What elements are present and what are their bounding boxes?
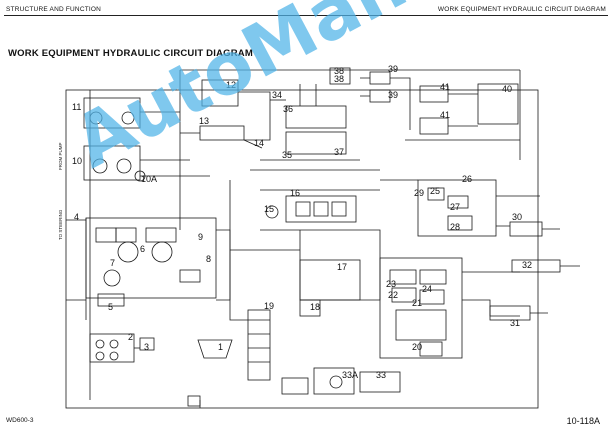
callout-41-lower: 41	[440, 110, 450, 120]
header-page-title: WORK EQUIPMENT HYDRAULIC CIRCUIT DIAGRAM	[437, 6, 606, 13]
circuit-lines	[65, 67, 580, 409]
callout-33: 33	[376, 370, 386, 380]
callout-28: 28	[450, 222, 460, 232]
callout-36: 36	[283, 104, 293, 114]
callout-37: 37	[334, 147, 344, 157]
callout-3: 3	[144, 342, 149, 352]
callout-7: 7	[110, 258, 115, 268]
callout-15: 15	[264, 204, 274, 214]
callout-39-lower: 39	[388, 90, 398, 100]
header-rule	[4, 15, 608, 16]
footer-model: WD600-3	[6, 417, 34, 424]
callout-30: 30	[512, 212, 522, 222]
callout-11: 11	[72, 102, 81, 112]
callout-21: 21	[412, 298, 422, 308]
callout-23: 23	[386, 279, 396, 289]
callout-16: 16	[290, 188, 300, 198]
callout-27: 27	[450, 202, 460, 212]
header-section-label: STRUCTURE AND FUNCTION	[6, 6, 102, 13]
callout-41: 41	[440, 82, 450, 92]
callout-33a: 33A	[342, 370, 358, 380]
side-label-upper: FROM PUMP	[58, 143, 63, 171]
callout-38-lower: 38	[334, 74, 344, 84]
callout-13: 13	[199, 116, 209, 126]
callout-numbers: 11 10 10A 4 12 13 14 34 36 35 38 38 37 3…	[72, 64, 532, 380]
callout-20: 20	[412, 342, 422, 352]
callout-29: 29	[414, 188, 424, 198]
callout-12: 12	[226, 80, 236, 90]
callout-34: 34	[272, 90, 282, 100]
callout-40: 40	[502, 84, 512, 94]
callout-32: 32	[522, 260, 532, 270]
callout-35: 35	[282, 150, 292, 160]
callout-10: 10	[72, 156, 82, 166]
callout-18: 18	[310, 302, 320, 312]
callout-6: 6	[140, 244, 145, 254]
callout-22: 22	[388, 290, 398, 300]
callout-4: 4	[74, 212, 79, 222]
callout-9: 9	[198, 232, 203, 242]
callout-8: 8	[206, 254, 211, 264]
callout-14: 14	[254, 138, 264, 148]
callout-10a: 10A	[141, 174, 157, 184]
callout-1: 1	[218, 342, 223, 352]
callout-17: 17	[337, 262, 347, 272]
diagram-title: WORK EQUIPMENT HYDRAULIC CIRCUIT DIAGRAM	[8, 48, 253, 59]
callout-5: 5	[108, 302, 113, 312]
callout-39: 39	[388, 64, 398, 74]
side-label-main: TO STEERING	[58, 209, 63, 240]
callout-31: 31	[510, 318, 520, 328]
callout-19: 19	[264, 301, 274, 311]
callout-2: 2	[128, 332, 133, 342]
callout-24: 24	[422, 284, 432, 294]
callout-38: 38	[334, 66, 344, 76]
footer-page-number: 10-118A	[566, 416, 600, 426]
callout-26: 26	[462, 174, 472, 184]
callout-25: 25	[430, 186, 440, 196]
